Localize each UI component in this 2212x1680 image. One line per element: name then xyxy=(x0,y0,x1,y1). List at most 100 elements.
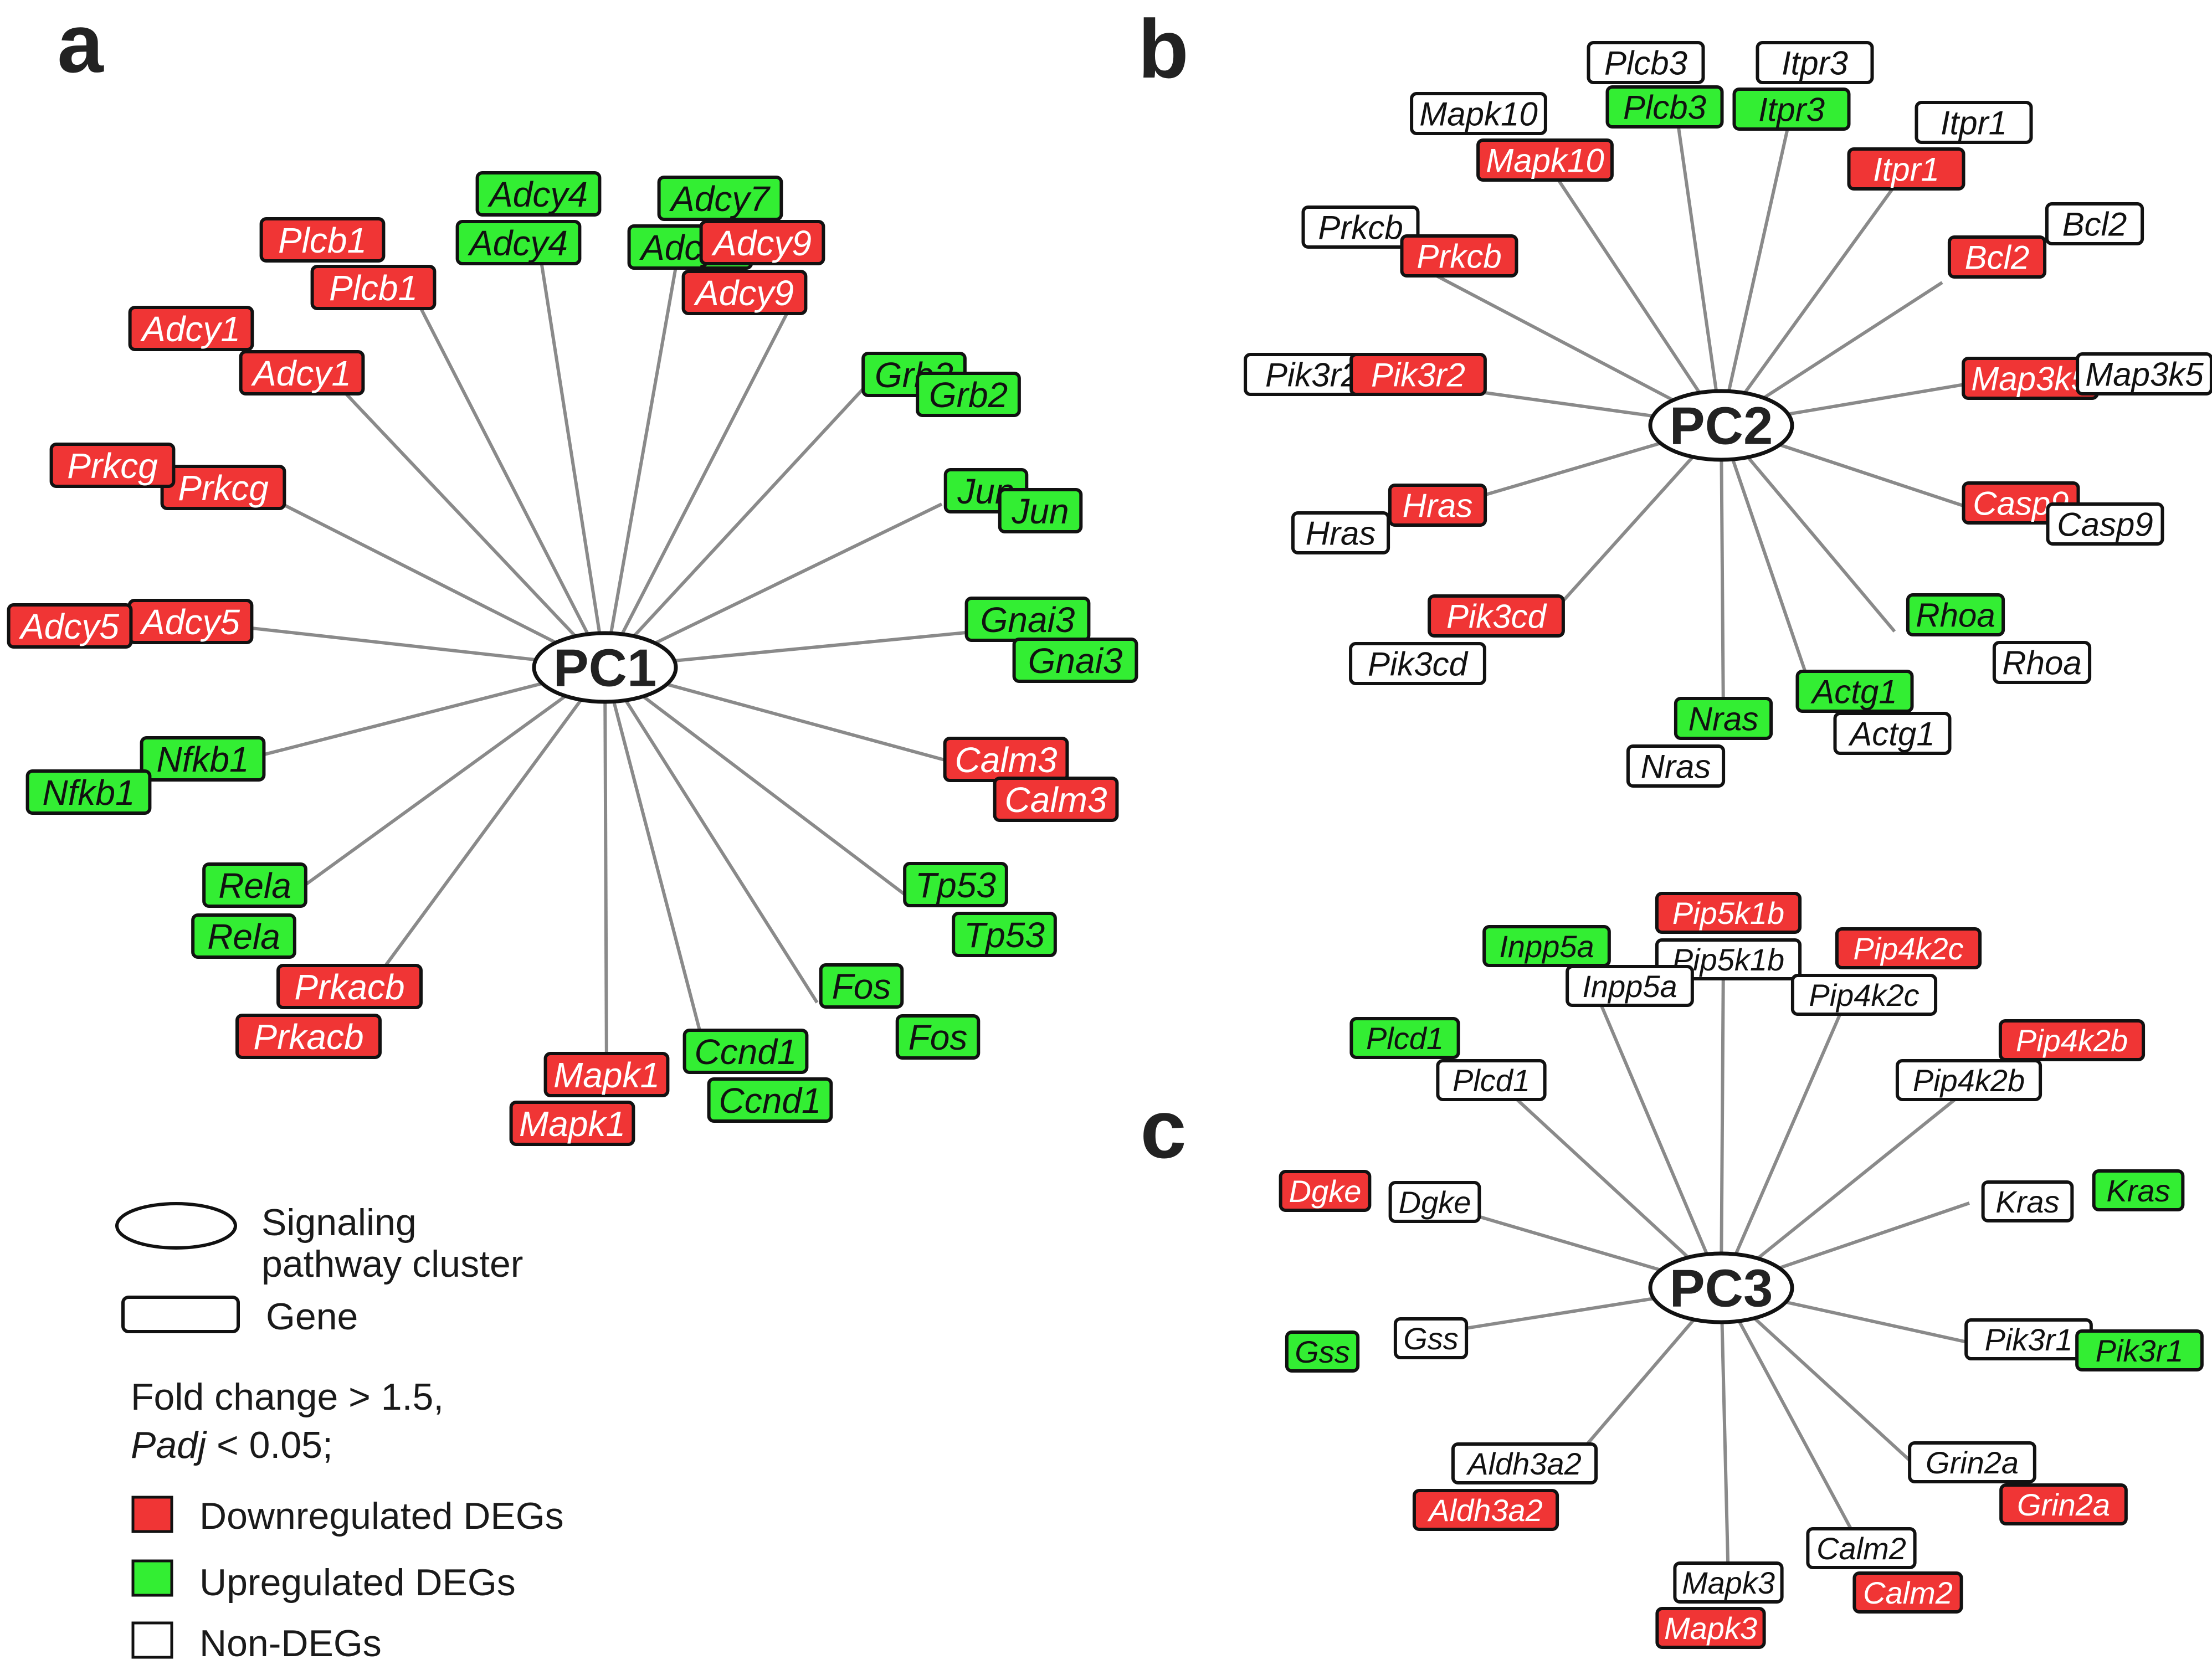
gene-label-jun: Jun xyxy=(1011,491,1069,531)
gene-label-pip4k2c: Pip4k2c xyxy=(1809,978,1919,1013)
gene-box-kras-non xyxy=(1981,1180,2074,1222)
legend: Signaling pathway cluster Gene Fold chan… xyxy=(115,1201,564,1664)
edge-rela xyxy=(287,666,606,899)
gene-label-ccnd1: Ccnd1 xyxy=(719,1081,822,1121)
gene-label-nfkb1: Nfkb1 xyxy=(156,739,249,779)
gene-box-rhoa-up xyxy=(1906,593,2005,636)
gene-box-nras-up xyxy=(1674,697,1773,740)
gene-label-gss: Gss xyxy=(1295,1334,1350,1369)
gene-box-itpr1-down xyxy=(1847,147,1965,191)
gene-label-mapk10: Mapk10 xyxy=(1486,142,1604,179)
gene-label-gnai3: Gnai3 xyxy=(1028,641,1123,681)
legend-up-label: Upregulated DEGs xyxy=(199,1561,516,1604)
edge-prkcg xyxy=(259,491,606,669)
gene-box-grin2a-down xyxy=(1999,1483,2128,1525)
gene-label-pik3r1: Pik3r1 xyxy=(2096,1333,2184,1368)
edge-mapk1 xyxy=(603,667,608,1075)
gene-label-mapk10: Mapk10 xyxy=(1419,96,1537,133)
gene-box-pip4k2c-non xyxy=(1790,974,1938,1016)
gene-label-adcy9: Adcy9 xyxy=(711,223,812,263)
edge-mapk3 xyxy=(1720,1287,1730,1583)
gene-label-fos: Fos xyxy=(832,967,891,1006)
legend-cluster-ellipse xyxy=(115,1202,237,1250)
edge-pip4k2c xyxy=(1720,996,1849,1289)
gene-label-rela: Rela xyxy=(218,866,291,906)
gene-box-pip4k2b-non xyxy=(1895,1059,2042,1101)
gene-box-map3k5-non xyxy=(2076,352,2212,395)
gene-label-itpr3: Itpr3 xyxy=(1758,91,1825,129)
gene-box-plcd1-up xyxy=(1349,1017,1460,1059)
gene-label-rela: Rela xyxy=(207,917,280,957)
gene-label-grin2a: Grin2a xyxy=(1926,1445,2019,1480)
gene-label-rhoa: Rhoa xyxy=(1916,597,1995,634)
gene-box-prkacb-down xyxy=(276,964,423,1009)
gene-box-fos-up xyxy=(819,963,904,1009)
gene-label-prkacb: Prkacb xyxy=(294,967,404,1007)
gene-label-tp53: Tp53 xyxy=(964,915,1045,955)
gene-box-pik3r2-down xyxy=(1349,353,1487,396)
panel-letter-c: c xyxy=(1140,1082,1186,1175)
gene-label-nras: Nras xyxy=(1688,701,1759,738)
gene-box-pip5k1b-down xyxy=(1655,892,1802,934)
gene-box-mapk1-down xyxy=(543,1052,670,1097)
gene-box-dgke-down xyxy=(1279,1170,1372,1212)
gene-box-pip4k2c-down xyxy=(1835,927,1982,969)
gene-box-dgke-non xyxy=(1388,1181,1481,1223)
gene-nodes: Plcb1Plcb1Adcy4Adcy4Adcy7Adcy7Adcy9Adcy9… xyxy=(7,171,1138,1146)
gene-box-itpr1-non xyxy=(1915,101,2033,144)
hub-label-pc1: PC1 xyxy=(553,639,657,698)
gene-box-mapk1-down xyxy=(509,1101,635,1146)
gene-label-map3k5: Map3k5 xyxy=(2085,356,2204,393)
legend-gene-box xyxy=(121,1296,240,1333)
gene-box-aldh3a2-non xyxy=(1451,1442,1598,1484)
edge-calm2 xyxy=(1720,1287,1863,1549)
gene-label-hras: Hras xyxy=(1403,487,1473,525)
edge-adcy9 xyxy=(603,291,799,669)
gene-label-pip4k2b: Pip4k2b xyxy=(1913,1063,2025,1098)
gene-label-inpp5a: Inpp5a xyxy=(1499,929,1594,964)
gene-label-itpr3: Itpr3 xyxy=(1782,45,1848,82)
edge-itpr1 xyxy=(1720,177,1902,427)
gene-box-kras-up xyxy=(2092,1169,2185,1211)
gene-box-calm2-non xyxy=(1806,1527,1917,1569)
gene-label-adcy7: Adcy7 xyxy=(669,179,771,219)
gene-label-plcb3: Plcb3 xyxy=(1604,45,1687,82)
edge-fos xyxy=(603,666,819,1004)
gene-box-adcy4-up xyxy=(455,220,582,265)
legend-down-label: Downregulated DEGs xyxy=(199,1495,564,1537)
legend-padj: Padj xyxy=(131,1424,207,1466)
gene-label-aldh3a2: Aldh3a2 xyxy=(1427,1493,1543,1528)
gene-label-dgke: Dgke xyxy=(1289,1174,1362,1209)
legend-non-swatch xyxy=(131,1621,173,1659)
legend-cluster-label-2: pathway cluster xyxy=(261,1243,523,1285)
edge-adcy7 xyxy=(603,248,681,668)
gene-label-pik3r2: Pik3r2 xyxy=(1265,357,1359,394)
gene-label-mapk1: Mapk1 xyxy=(553,1055,660,1095)
